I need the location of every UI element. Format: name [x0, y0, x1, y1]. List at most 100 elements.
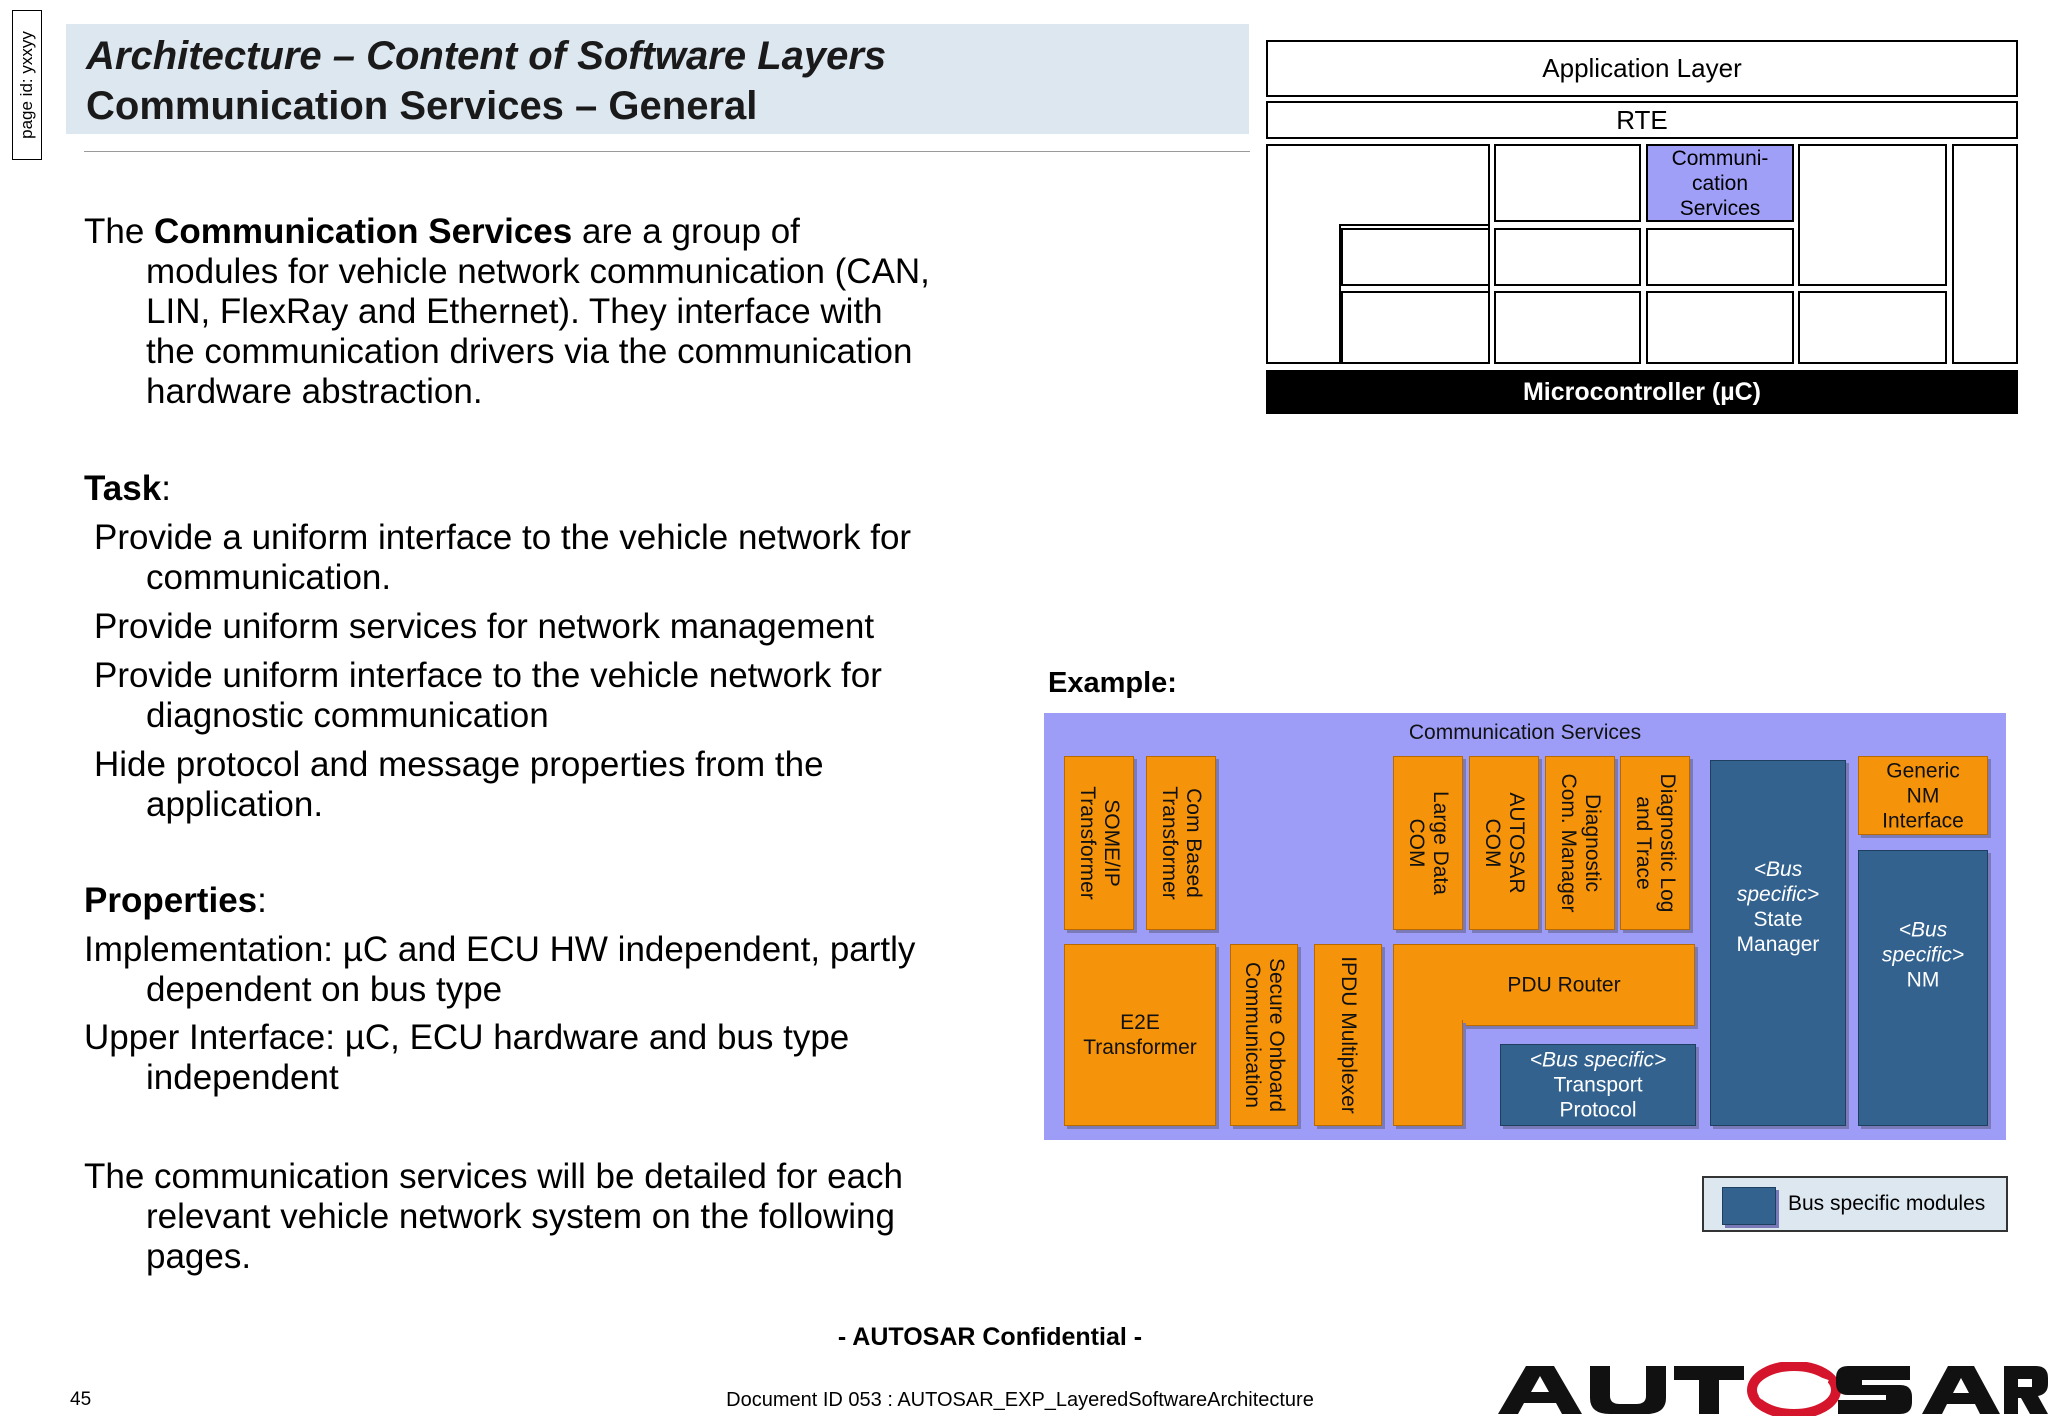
autosar-logo: [1498, 1362, 2048, 1416]
communication-services-highlight: Communi- cation Services: [1646, 144, 1794, 222]
module-diagnostic-log-trace: Diagnostic Log and Trace: [1620, 756, 1690, 930]
module-label: Secure Onboard Communication: [1241, 957, 1288, 1113]
page-number: 45: [70, 1389, 92, 1410]
closing-line: pages.: [146, 1237, 252, 1276]
module-pdu-router-leg: [1393, 1020, 1463, 1126]
module-com-based-transformer: Com Based Transformer: [1146, 756, 1216, 930]
task-item: Provide a uniform interface to the vehic…: [94, 518, 911, 598]
module-label: Transport Protocol: [1553, 1073, 1643, 1122]
legend-swatch: [1722, 1187, 1776, 1225]
intro-bold: Communication Services: [154, 212, 573, 251]
module-label: IPDU Multiplexer: [1337, 956, 1360, 1114]
document-id: Document ID 053 : AUTOSAR_EXP_LayeredSof…: [726, 1389, 1314, 1411]
module-label: E2E Transformer: [1083, 1011, 1197, 1059]
task-colon: :: [161, 469, 171, 508]
property-item: Implementation: µC and ECU HW independen…: [84, 930, 915, 1010]
property-item-text: Implementation: µC and ECU HW independen…: [84, 930, 916, 969]
layer-block-comm-abstraction: [1646, 228, 1794, 286]
microcontroller-bar: Microcontroller (µC): [1266, 370, 2018, 414]
task-item-text: Provide a uniform interface to the vehic…: [94, 518, 912, 557]
property-item: Upper Interface: µC, ECU hardware and bu…: [84, 1018, 849, 1098]
module-label: Diagnostic Log and Trace: [1632, 773, 1679, 913]
layer-block-complex-drivers: [1952, 144, 2018, 364]
intro-post: are a group of: [572, 212, 800, 251]
title-divider: [84, 151, 1250, 152]
module-bus-specific-transport-protocol: <Bus specific> Transport Protocol: [1500, 1044, 1696, 1126]
module-label-italic: <Bus specific>: [1529, 1048, 1667, 1072]
layer-block-memory-drivers: [1494, 291, 1641, 364]
properties-colon: :: [257, 881, 267, 920]
layer-block-comm-drivers: [1646, 291, 1794, 364]
task-item-text: Provide uniform services for network man…: [94, 607, 875, 646]
intro-line: modules for vehicle network communicatio…: [146, 252, 930, 291]
page-id-tag: page id: yxxyy: [12, 10, 42, 160]
task-item: Provide uniform services for network man…: [94, 607, 874, 647]
task-heading-text: Task: [84, 469, 162, 508]
task-item: Hide protocol and message properties fro…: [94, 745, 824, 825]
module-secure-onboard-communication: Secure Onboard Communication: [1230, 944, 1298, 1126]
layer-block-io-drivers: [1798, 291, 1947, 364]
autosar-logo-mark: [1498, 1362, 2048, 1416]
module-label: State Manager: [1736, 907, 1820, 956]
module-large-data-com: Large Data COM: [1393, 756, 1463, 930]
confidential-notice: - AUTOSAR Confidential -: [837, 1323, 1143, 1351]
closing-line: relevant vehicle network system on the f…: [146, 1197, 895, 1236]
module-someip-transformer: SOME/IP Transformer: [1064, 756, 1134, 930]
rte-box: RTE: [1266, 101, 2018, 139]
communication-services-panel-title: Communication Services: [1408, 721, 1642, 744]
title-banner: [66, 24, 1249, 134]
module-label: PDU Router: [1507, 973, 1621, 997]
legend-label: Bus specific modules: [1788, 1192, 1986, 1215]
module-label: NM: [1906, 968, 1940, 992]
page-subtitle: Communication Services – General: [86, 84, 758, 128]
task-heading: Task:: [84, 469, 171, 509]
module-label: SOME/IP Transformer: [1076, 786, 1123, 900]
task-item-cont: diagnostic communication: [146, 696, 549, 735]
layer-block-memory-abstraction: [1494, 228, 1641, 286]
layer-block-mcu-drivers: [1341, 291, 1490, 364]
module-autosar-com: AUTOSAR COM: [1469, 756, 1539, 930]
module-label: Diagnostic Com. Manager: [1557, 773, 1604, 913]
layer-block-edge: [1339, 224, 1490, 226]
module-generic-nm-interface: Generic NM Interface: [1858, 756, 1988, 835]
task-item-cont: application.: [146, 785, 324, 824]
legend: Bus specific modules: [1702, 1176, 2008, 1232]
rte-label: RTE: [1616, 104, 1668, 135]
task-item-text: Provide uniform interface to the vehicle…: [94, 656, 882, 695]
module-bus-specific-state-manager: <Bus specific> State Manager: [1710, 760, 1846, 1126]
module-label: AUTOSAR COM: [1481, 792, 1528, 894]
module-bus-specific-nm: <Bus specific> NM: [1858, 850, 1988, 1126]
module-label: Generic NM Interface: [1882, 759, 1964, 832]
layer-block-io: [1798, 144, 1947, 286]
intro-line: LIN, FlexRay and Ethernet). They interfa…: [146, 292, 883, 331]
properties-heading: Properties:: [84, 881, 267, 921]
module-diagnostic-com-manager: Diagnostic Com. Manager: [1545, 756, 1615, 930]
module-label: Large Data COM: [1405, 791, 1452, 895]
property-item-text: Upper Interface: µC, ECU hardware and bu…: [84, 1018, 850, 1057]
application-layer-label: Application Layer: [1542, 53, 1742, 83]
intro-paragraph: The Communication Services are a group o…: [84, 212, 930, 412]
layer-block-memory: [1494, 144, 1641, 222]
properties-heading-text: Properties: [84, 881, 258, 920]
layer-block-onboard-abstraction: [1341, 228, 1490, 286]
intro-line: hardware abstraction.: [146, 372, 483, 411]
module-e2e-transformer: E2E Transformer: [1064, 944, 1216, 1126]
module-label-italic: <Bus specific>: [1881, 918, 1965, 967]
layer-block-system-inner: [1268, 226, 1341, 362]
module-label-italic: <Bus specific>: [1736, 857, 1820, 906]
closing-text: The communication services will be detai…: [84, 1157, 903, 1196]
task-item: Provide uniform interface to the vehicle…: [94, 656, 882, 736]
page-title: Architecture – Content of Software Layer…: [86, 34, 887, 78]
module-pdu-router: PDU Router: [1393, 944, 1695, 1026]
example-label: Example:: [1048, 667, 1177, 699]
property-item-cont: dependent on bus type: [146, 970, 503, 1009]
intro-pre: The: [84, 212, 155, 251]
module-label: Com Based Transformer: [1158, 786, 1205, 900]
page-id-text: page id: yxxyy: [17, 31, 36, 139]
property-item-cont: independent: [146, 1058, 339, 1097]
task-item-cont: communication.: [146, 558, 392, 597]
task-item-text: Hide protocol and message properties fro…: [94, 745, 824, 784]
intro-line: the communication drivers via the commun…: [146, 332, 913, 371]
closing-paragraph: The communication services will be detai…: [84, 1157, 903, 1277]
application-layer-box: Application Layer: [1266, 40, 2018, 97]
